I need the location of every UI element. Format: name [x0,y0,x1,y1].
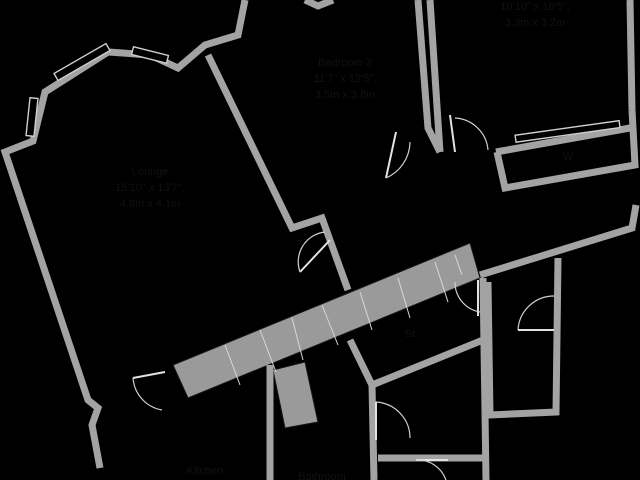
bedroom2-imperial: 11'7" x 12'5", [314,73,377,85]
cupboard-door[interactable] [517,295,555,331]
bathroom-label: Bathroom [298,471,346,480]
bay-windows [25,42,170,138]
bathroom-door[interactable] [375,401,411,440]
label-bedroom2: Bedroom 2 11'7" x 12'5", 3.5m x 3.8m [314,57,377,101]
bedroom1-door[interactable] [449,114,489,153]
bedroom2-door-right[interactable] [385,131,411,179]
lounge-imperial: 15'10" x 13'7", [115,182,185,194]
lounge-name: Lounge [132,166,169,178]
lounge-door[interactable] [132,371,166,411]
lower-door[interactable] [415,459,448,480]
bedroom2-door[interactable] [297,231,331,273]
store-label: St [405,328,415,340]
lounge-metric: 4.8m x 4.1m [120,198,181,210]
label-bedroom1: 10'10" x 10'5", 3.3m x 3.2m [500,1,570,29]
bedroom1-metric: 3.3m x 3.2m [505,17,566,29]
bedroom2-name: Bedroom 2 [318,57,372,69]
wardrobe-label: W [563,151,574,163]
kitchen-label: Kitchen [187,465,224,477]
wardrobe [495,119,631,156]
bedroom1-imperial: 10'10" x 10'5", [500,1,570,13]
label-lounge: Lounge 15'10" x 13'7", 4.8m x 4.1m [115,166,185,210]
bedroom-walls [303,0,640,419]
lounge-walls [0,0,352,469]
lower-walls [266,277,490,480]
staircase [172,242,481,429]
bedroom2-metric: 3.5m x 3.8m [315,89,376,101]
store-door[interactable] [454,280,481,316]
